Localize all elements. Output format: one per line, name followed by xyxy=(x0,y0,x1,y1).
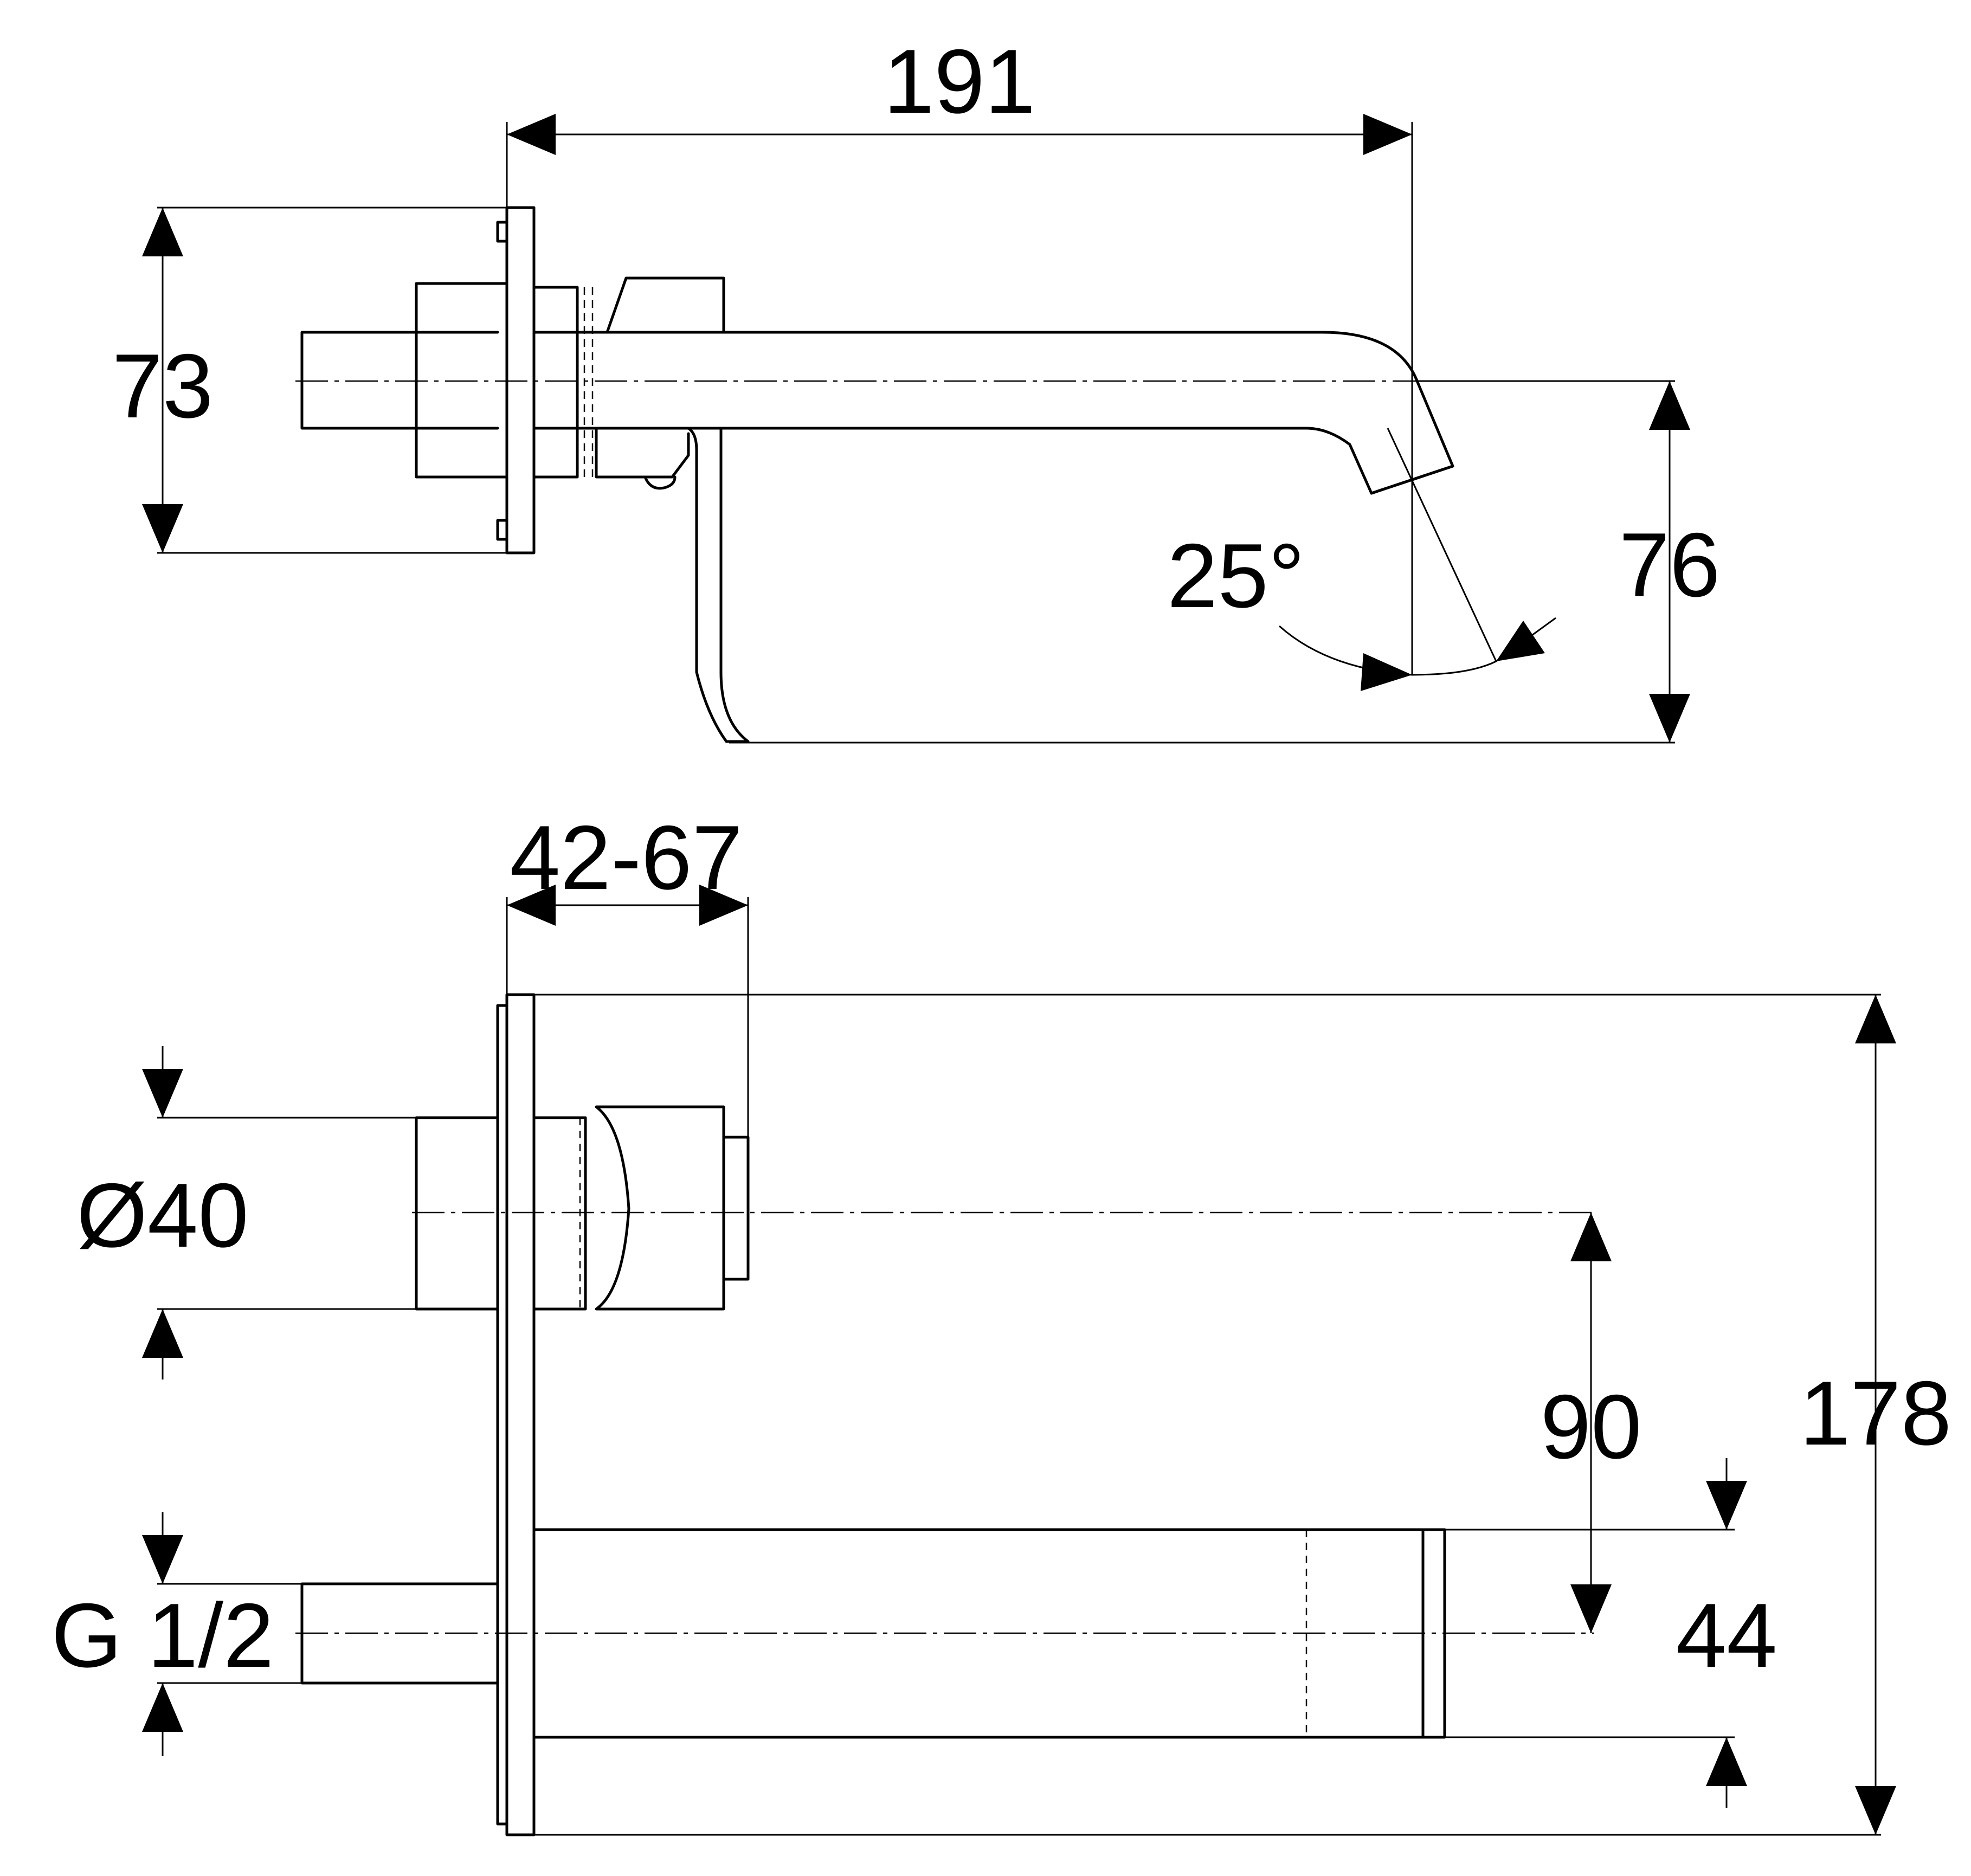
dim-178-arrow-top xyxy=(1855,995,1896,1043)
front-dimensions: 42-67 178 90 44 Ø40 xyxy=(51,807,1951,1836)
dim-76-arrow-top xyxy=(1649,381,1690,430)
dim-76-arrow-bottom xyxy=(1649,694,1690,743)
top-spout xyxy=(532,331,1454,495)
top-lever-knob xyxy=(643,475,677,490)
dim-4267-arrow-right xyxy=(699,885,748,926)
dim-73-arrow-top xyxy=(142,208,183,256)
dim-25-label: 25° xyxy=(1167,525,1305,627)
dim-g12-arrow-top xyxy=(142,1535,183,1584)
front-cartridge-front xyxy=(532,1116,587,1311)
dim-191-arrow-left xyxy=(507,114,556,155)
dim-178-arrow-bottom xyxy=(1855,1786,1896,1835)
dim-73-label: 73 xyxy=(112,335,214,437)
dim-44-arrow-top xyxy=(1706,1481,1747,1530)
dim-g12-arrow-bottom xyxy=(142,1683,183,1732)
top-front-collar xyxy=(532,286,579,479)
front-view xyxy=(295,993,1594,1836)
dim-44-label: 44 xyxy=(1676,1584,1777,1686)
top-lever-lower xyxy=(595,427,750,743)
top-plate-tab-upper xyxy=(496,221,508,243)
top-connection-stub xyxy=(300,331,499,430)
dim-76-label: 76 xyxy=(1619,514,1721,616)
dim-g12-label: G 1/2 xyxy=(51,1584,274,1686)
front-handle xyxy=(595,1105,750,1311)
top-dimensions: 191 73 76 25° xyxy=(112,30,1721,744)
dim-90-label: 90 xyxy=(1541,1376,1642,1478)
top-plate-tab-lower xyxy=(496,519,508,541)
dim-d40-arrow-top xyxy=(142,1069,183,1118)
front-wall-plate xyxy=(505,993,536,1836)
dim-191-label: 191 xyxy=(884,30,1035,132)
front-cartridge-rear xyxy=(415,1116,499,1311)
dim-4267-arrow-left xyxy=(507,885,556,926)
top-view xyxy=(295,206,1454,743)
top-wall-plate xyxy=(505,206,536,555)
dim-25-ref-line xyxy=(1387,428,1497,662)
front-plate-inner xyxy=(496,1004,508,1826)
top-lever-base xyxy=(606,276,725,334)
top-rear-body xyxy=(415,282,508,479)
dim-25-arrow-right xyxy=(1496,621,1545,661)
dim-73-arrow-bottom xyxy=(142,504,183,553)
dim-191-arrow-right xyxy=(1363,114,1412,155)
dim-90-arrow-bottom xyxy=(1570,1584,1612,1633)
dim-44-arrow-bottom xyxy=(1706,1737,1747,1786)
dim-178-label: 178 xyxy=(1800,1362,1951,1464)
dim-4267-label: 42-67 xyxy=(510,807,743,908)
dim-d40-arrow-bottom xyxy=(142,1309,183,1358)
dim-d40-label: Ø40 xyxy=(76,1164,249,1266)
dim-25-arrow-left xyxy=(1361,653,1412,691)
dim-90-arrow-top xyxy=(1570,1213,1612,1261)
